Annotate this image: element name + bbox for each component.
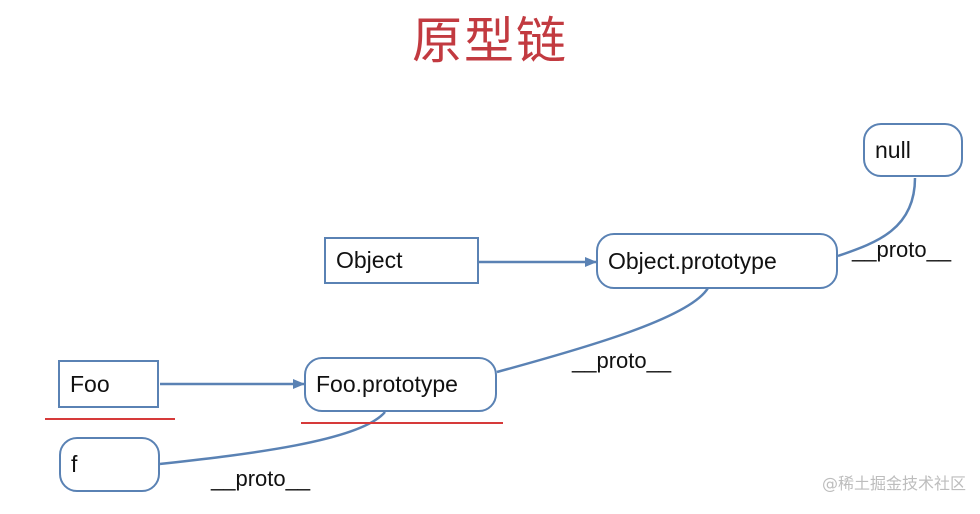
link-foo-prototype-to-object-prototype	[496, 287, 710, 374]
proto-label-f-to-foo-prototype: __proto__	[211, 466, 311, 491]
foo-prototype-underline	[301, 422, 503, 424]
node-foo: Foo	[58, 360, 159, 408]
node-foo-prototype: Foo.prototype	[304, 357, 497, 412]
node-f: f	[59, 437, 160, 492]
node-object-prototype: Object.prototype	[596, 233, 838, 289]
foo-underline	[45, 418, 175, 420]
proto-label-foo-prototype-to-object-prototype: __proto__	[572, 348, 672, 373]
node-object: Object	[324, 237, 479, 284]
proto-label-object-prototype-to-null: __proto__	[852, 237, 952, 262]
node-null: null	[863, 123, 963, 177]
link-object-prototype-to-null	[837, 177, 917, 258]
diagram-title: 原型链	[412, 12, 568, 70]
link-f-to-foo-prototype	[159, 411, 386, 466]
watermark: @稀土掘金技术社区	[821, 474, 966, 493]
